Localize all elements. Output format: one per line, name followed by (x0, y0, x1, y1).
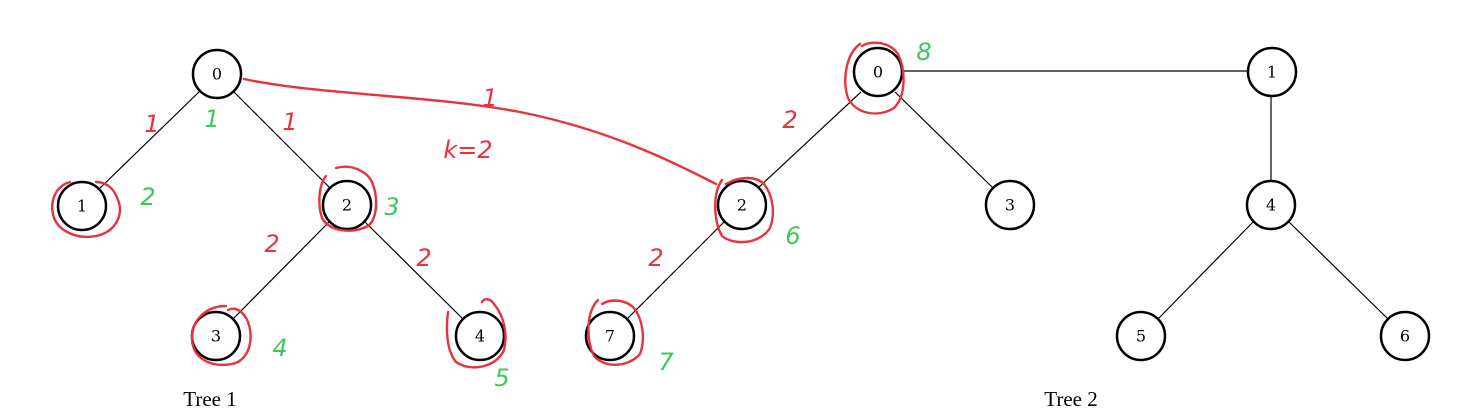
tree2-edge-4-5 (1157, 220, 1255, 320)
red-circle-t1-node-4 (445, 298, 507, 369)
tree2-node-0-label: 0 (873, 63, 883, 82)
tree2-node-4-label: 4 (1266, 196, 1276, 215)
green-order-t1-node-2: 3 (384, 193, 399, 221)
red-circle-t2-node-2 (714, 176, 775, 244)
green-order-t1-node-3: 4 (272, 334, 287, 362)
red-cross-k-label: k=2 (443, 136, 492, 164)
tree1-node-0: 0 (191, 48, 243, 100)
red-annotations: 1 1 2 2 1 k=2 2 2 (51, 41, 905, 369)
tree2-node-6: 6 (1379, 310, 1431, 362)
red-weight-t1-0-2: 1 (282, 108, 297, 136)
tree2-node-7-label: 7 (605, 327, 615, 346)
tree1-node-0-label: 0 (212, 65, 222, 84)
green-annotations: 1 2 3 4 5 6 7 8 (140, 38, 931, 392)
tree2-node-7: 7 (584, 310, 636, 362)
tree1-node-2: 2 (321, 179, 373, 231)
tree2-edge-2-7 (626, 220, 726, 320)
tree1-node-2-label: 2 (342, 196, 352, 215)
caption-tree-2: Tree 2 (1044, 387, 1097, 411)
tree1-nodes: 0 1 2 3 4 (56, 48, 506, 362)
red-weight-t2-2-7: 2 (648, 244, 663, 272)
tree2-node-1: 1 (1246, 46, 1298, 98)
red-circle-t1-node-3 (190, 304, 252, 367)
red-circle-t1-node-1 (51, 180, 122, 239)
tree2-edges (626, 70, 1389, 320)
tree1-edge-0-1 (98, 90, 201, 190)
green-order-t2-node-0: 8 (916, 38, 931, 66)
red-weight-cross: 1 (482, 84, 497, 112)
red-cross-edge-stroke (242, 77, 718, 186)
tree1-node-4: 4 (454, 310, 506, 362)
red-weight-t2-0-2: 2 (782, 106, 797, 134)
tree2-nodes: 0 2 7 3 1 4 5 6 (584, 46, 1431, 362)
green-order-t1-node-1: 2 (140, 183, 155, 211)
red-circle-t1-node-2 (318, 165, 378, 232)
caption-tree-1: Tree 1 (183, 387, 236, 411)
tree2-node-3: 3 (984, 179, 1036, 231)
red-weight-t1-0-1: 1 (144, 110, 159, 138)
tree1-edges (98, 90, 464, 320)
tree1-node-1: 1 (56, 180, 108, 232)
tree2-node-4: 4 (1245, 179, 1297, 231)
red-circle-t2-node-0 (844, 41, 905, 115)
green-order-t2-node-7: 7 (658, 348, 674, 376)
tree1-node-3-label: 3 (211, 327, 221, 346)
tree2-node-0: 0 (852, 46, 904, 98)
tree2-node-2-label: 2 (737, 196, 747, 215)
tree1-edge-0-2 (233, 91, 331, 189)
red-weight-t1-2-4: 2 (416, 244, 431, 272)
tree2-edge-0-3 (894, 91, 994, 189)
tree2-node-5: 5 (1115, 310, 1167, 362)
tree2-node-5-label: 5 (1136, 327, 1146, 346)
tree1-node-1-label: 1 (77, 197, 87, 216)
tree1-edge-2-4 (363, 220, 464, 320)
tree2-node-1-label: 1 (1267, 63, 1277, 82)
tree2-node-3-label: 3 (1005, 196, 1015, 215)
red-weight-t1-2-3: 2 (264, 230, 279, 258)
red-circle-t2-node-7 (587, 298, 645, 366)
tree2-node-6-label: 6 (1400, 327, 1410, 346)
tree1-node-4-label: 4 (475, 327, 485, 346)
green-order-t1-node-0: 1 (204, 105, 219, 133)
tree1-edge-2-3 (232, 220, 331, 320)
tree2-edge-4-6 (1287, 220, 1389, 320)
tree2-edge-0-2 (757, 91, 862, 189)
tree2-node-2: 2 (716, 179, 768, 231)
green-order-t2-node-2: 6 (785, 222, 800, 250)
green-order-t1-node-4: 5 (494, 364, 509, 392)
